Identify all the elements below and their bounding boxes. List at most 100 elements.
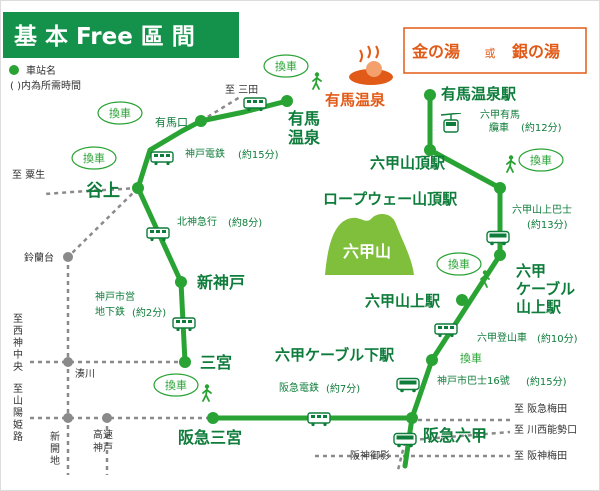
kosoku-kobe-node	[102, 413, 112, 423]
onsen-name: 有馬温泉	[325, 91, 386, 109]
shinkaichi-node	[63, 413, 73, 423]
dest-to-himeji-1: 至	[13, 383, 23, 395]
transfer-bubble: 換車	[518, 148, 564, 172]
route-arima-sannomiya	[135, 98, 290, 365]
line-ropeway-time: (約12分)	[521, 121, 562, 134]
station-shinkaichi-char1: 新	[50, 430, 60, 443]
onsen-bath-gold: 金の湯	[411, 42, 460, 61]
line-rokko-bus: 六甲山上巴士	[512, 203, 572, 216]
station-minatogawa: 湊川	[75, 367, 95, 380]
onsen-bath-or: 或	[485, 47, 496, 60]
station-dot-sannomiya	[179, 356, 191, 368]
line-cable-car: 六甲登山車	[477, 331, 527, 344]
station-shinkaichi-char2: 開	[50, 443, 60, 455]
station-shinkaichi-char3: 地	[50, 454, 60, 467]
station-dot-hankyu-sannomiya	[207, 412, 219, 424]
transfer-label: 換車	[109, 106, 131, 120]
station-dot-cable-sanjo	[494, 249, 506, 261]
legend-time-label: ( )内為所需時間	[10, 79, 81, 92]
mountain-shape	[325, 214, 414, 275]
line-city-bus: 神戸市巴士16號	[437, 374, 510, 387]
legend-station-label: 車站名	[26, 64, 56, 77]
line-hankyu-time: (約7分)	[326, 382, 360, 395]
station-kosoku-kobe-line2: 神戸	[93, 441, 113, 454]
station-cable-sanjo-line3: 山上駅	[516, 298, 562, 316]
line-city-bus-time: (約15分)	[526, 375, 567, 388]
line-tanigami-suzurandai	[67, 187, 139, 258]
line-kobe-dentetsu-time: (約15分)	[238, 148, 279, 161]
station-arima-onsen-line1: 有馬	[288, 109, 320, 128]
external-lines	[30, 95, 511, 475]
dest-to-sanda: 至 三田	[225, 84, 258, 96]
line-cable-car-time: (約10分)	[537, 332, 578, 345]
onsen-box	[403, 27, 587, 74]
transfer-label: 換車	[530, 153, 552, 167]
dest-to-nishikobe-1: 至	[13, 313, 23, 325]
dest-to-himeji-3: 陽	[13, 407, 23, 419]
station-dot-hankyu-rokko	[406, 412, 418, 424]
line-to-awao	[44, 186, 139, 196]
line-to-hanshin-mikage	[396, 441, 407, 471]
station-arima-onsen-line2: 温泉	[287, 128, 321, 147]
line-subway-1: 神戸市営	[95, 290, 135, 303]
station-shinkobe: 新神戸	[197, 273, 245, 292]
station-dot-ropeway-chojo	[494, 182, 506, 194]
external-nodes	[63, 252, 112, 423]
line-hankyu: 阪急電鉄	[279, 381, 319, 394]
station-dot-arima-onsen	[281, 95, 293, 107]
dest-to-himeji-5: 路	[13, 430, 23, 443]
transfer-bubble: 換車	[71, 146, 117, 170]
transfer-label: 換車	[165, 378, 187, 392]
suzurandai-node	[63, 252, 73, 262]
station-hanshin-mikage: 阪神御影	[350, 449, 390, 462]
dest-to-hankyu-umeda: 至 阪急梅田	[514, 402, 567, 415]
line-hokushin-time: (約8分)	[228, 216, 262, 229]
onsen-icon	[349, 45, 393, 85]
mountain-name: 六甲山	[343, 242, 391, 261]
dest-to-himeji-2: 山	[13, 395, 23, 407]
transfer-label: 換車	[83, 151, 105, 165]
station-sannomiya: 三宮	[200, 353, 232, 372]
station-ropeway-chojo-eki: ロープウェー山頂駅	[323, 190, 458, 208]
line-ropeway-1: 六甲有馬	[480, 108, 520, 121]
station-rokkosan-jo-eki: 六甲山上駅	[365, 292, 441, 310]
station-dot-shinkobe	[175, 276, 187, 288]
header-banner	[3, 12, 239, 58]
station-tanigami: 谷上	[86, 181, 120, 201]
station-dot-arima-onsen-eki	[424, 89, 436, 101]
station-cable-sanjo-line1: 六甲	[516, 262, 546, 280]
legend-station-dot	[9, 65, 19, 75]
station-cable-shita-eki: 六甲ケーブル下駅	[275, 346, 395, 364]
line-ropeway-2: 纜車	[489, 121, 509, 134]
dest-to-nishikobe-2: 西	[13, 326, 23, 337]
dest-to-kawanishi: 至 川西能勢口	[514, 423, 577, 436]
dest-to-awao: 至 粟生	[12, 168, 45, 181]
transfer-label: 換車	[448, 257, 470, 271]
station-hankyu-rokko: 阪急六甲	[423, 426, 487, 445]
line-kobe-dentetsu: 神戸電鉄	[185, 147, 225, 160]
dest-to-nishikobe-4: 中	[13, 348, 23, 361]
dest-to-hanshin-umeda: 至 阪神梅田	[514, 449, 567, 462]
transfer-bubble: 換車	[153, 373, 199, 397]
line-subway-time: (約2分)	[132, 306, 166, 319]
transfer-bubble: 換車	[436, 252, 482, 276]
line-to-kawanishi	[411, 430, 511, 442]
station-cable-sanjo-line2: ケーブル	[516, 280, 575, 298]
line-rokko-bus-time: (約13分)	[527, 218, 568, 231]
transfer-bubble: 換車	[263, 54, 309, 78]
station-dot-arimaguchi	[195, 115, 207, 127]
station-kosoku-kobe-line1: 高速	[93, 428, 113, 441]
station-dot-rokkosan-jo	[456, 294, 468, 306]
station-suzurandai: 鈴蘭台	[24, 251, 54, 264]
station-arimaguchi: 有馬口	[155, 115, 188, 129]
station-hankyu-sannomiya: 阪急三宮	[178, 428, 242, 447]
transfer-bubble: 換車	[97, 101, 143, 125]
minatogawa-node	[63, 357, 73, 367]
station-dot-cable-shita	[426, 354, 438, 366]
station-dot-tanigami	[132, 182, 144, 194]
header-title: 基 本 Free 區 間	[14, 24, 195, 50]
station-rokkosan-chojo-eki: 六甲山頂駅	[370, 154, 446, 172]
station-dots	[132, 89, 506, 424]
